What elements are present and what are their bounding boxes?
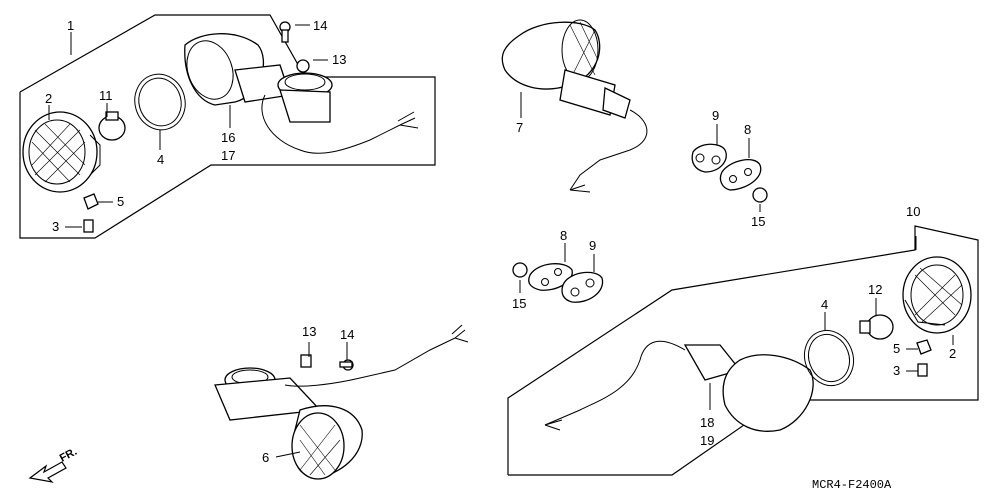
- callout-16: 16: [221, 130, 235, 145]
- callout-6: 6: [262, 450, 269, 465]
- callout-7: 7: [516, 120, 523, 135]
- nut-lower: [512, 262, 528, 278]
- callout-2: 2: [45, 91, 52, 106]
- callout-14: 14: [313, 18, 327, 33]
- nut-upper: [752, 187, 768, 203]
- callout-4: 4: [157, 152, 164, 167]
- callout-13-left: 13: [302, 324, 316, 339]
- callout-5-right: 5: [893, 341, 900, 356]
- gasket-part: [134, 73, 186, 131]
- gasket-part-right: [803, 329, 855, 387]
- bolt-part-left: [339, 359, 354, 371]
- diagram-code: MCR4-F2400A: [812, 478, 892, 492]
- callout-19: 19: [700, 433, 714, 448]
- callout-9: 9: [712, 108, 719, 123]
- screw-part-left: [300, 354, 312, 368]
- clip-part: [83, 193, 99, 210]
- direction-label: FR.: [58, 446, 79, 465]
- group-1-boundary: [19, 14, 436, 239]
- callout-9-lower: 9: [589, 238, 596, 253]
- bulb-part-right: [859, 314, 894, 340]
- callout-14-left: 14: [340, 327, 354, 342]
- screw-part-right: [917, 363, 928, 377]
- turn-signal-assembly-left: [214, 324, 469, 480]
- housing-part: [184, 33, 419, 154]
- callout-18: 18: [700, 415, 714, 430]
- group-10-boundary: [507, 225, 979, 476]
- callout-15-lower: 15: [512, 296, 526, 311]
- callout-8-lower: 8: [560, 228, 567, 243]
- callout-8: 8: [744, 122, 751, 137]
- front-arrow-icon: [28, 461, 67, 483]
- callout-11: 11: [99, 88, 113, 103]
- rubber-mount-upper: [691, 143, 727, 173]
- callout-15: 15: [751, 214, 765, 229]
- callout-1: 1: [67, 18, 74, 33]
- screw-part: [83, 219, 94, 233]
- callout-3-right: 3: [893, 363, 900, 378]
- bulb-part: [98, 111, 126, 141]
- leader-lines-lower-mount: [519, 243, 595, 293]
- callout-4-right: 4: [821, 297, 828, 312]
- callout-2-right: 2: [949, 346, 956, 361]
- callout-5: 5: [117, 194, 124, 209]
- callout-3: 3: [52, 219, 59, 234]
- leader-lines-left-assembly: [275, 342, 348, 458]
- lens-part: [22, 111, 101, 193]
- clip-part-right: [916, 339, 932, 355]
- turn-signal-assembly-right: [544, 340, 814, 432]
- rubber-mount-lower: [561, 271, 604, 303]
- callout-12: 12: [868, 282, 882, 297]
- lens-part-right: [902, 256, 972, 334]
- nut-part: [296, 59, 310, 73]
- leader-lines-group-1: [48, 24, 328, 228]
- bolt-part: [279, 21, 291, 43]
- leader-lines-group-10: [709, 236, 954, 410]
- leader-lines-upper-mount: [716, 124, 761, 212]
- callout-13: 13: [332, 52, 346, 67]
- turn-signal-assembly-top: [501, 19, 648, 193]
- callout-10: 10: [906, 204, 920, 219]
- callout-17: 17: [221, 148, 235, 163]
- plate-upper: [719, 159, 762, 191]
